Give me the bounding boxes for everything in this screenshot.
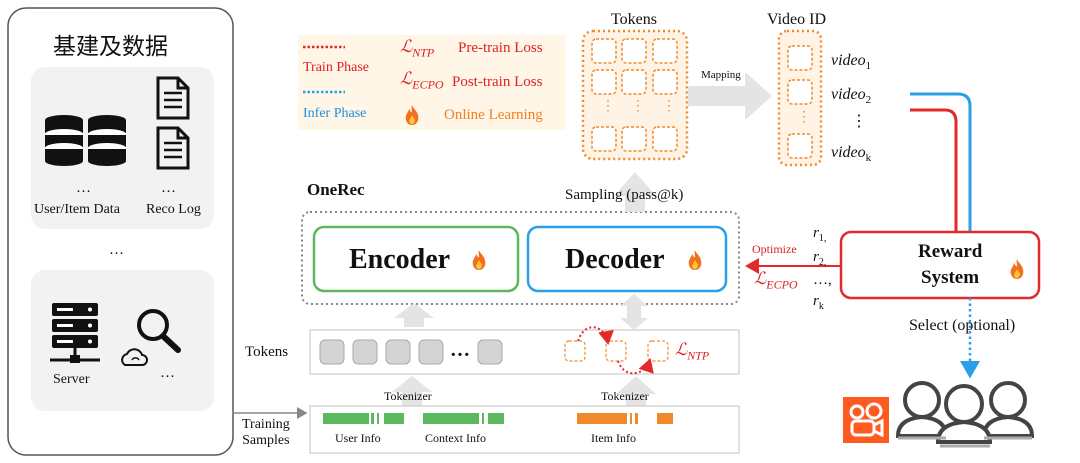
video-item-1: video1 [831,52,872,73]
mapping-arrow [688,72,772,120]
pretrain-loss-label: Pre-train Loss [458,40,543,56]
ecpo-loss-symbol: ℒECPO [400,69,444,92]
kuaishou-logo [843,397,889,443]
reward-system-line2: System [921,267,980,288]
encoder-label: Encoder [349,244,451,275]
train-line [910,108,958,232]
tokens-top-title: Tokens [611,11,657,28]
video-id-box [777,29,823,167]
optimize-label: Optimize [752,242,797,256]
select-label: Select (optional) [909,317,1016,334]
reward-r2: r2, [813,249,827,268]
decoder-io-arrow [620,294,648,330]
server-label: Server [53,372,90,387]
online-learning-label: Online Learning [444,107,543,123]
document-icon [156,76,190,170]
cloud-icon [121,348,148,366]
decoder-label: Decoder [565,244,665,275]
video-item-k: videok [831,144,872,165]
top-tokens-box [581,29,689,161]
token-boxes [319,339,503,365]
encoder-input-arrow [394,303,434,327]
reward-system-line1: Reward [918,241,983,262]
mapping-label: Mapping [701,69,741,81]
users-icon [895,381,1035,448]
tokenizer-right-arrow [616,376,656,410]
tokenizer-right-label: Tokenizer [601,389,649,403]
sampling-label: Sampling (pass@k) [565,187,684,203]
sample-bars [323,413,673,424]
ntp-loss-symbol: ℒNTP [400,37,435,60]
reward-rk: rk [813,293,824,312]
search-icon [137,309,181,353]
ellipsis: … [160,365,175,381]
left-panel [7,7,234,456]
tokenizer-left-label: Tokenizer [384,389,432,403]
infer-phase-label: Infer Phase [303,106,367,121]
ellipsis: … [109,242,124,258]
tokens-row-ntp-symbol: ℒNTP [675,340,710,363]
ellipsis: … [161,180,176,196]
user-item-data-label: User/Item Data [34,202,120,217]
reward-r1: r1, [813,225,827,244]
left-panel-title: 基建及数据 [53,34,168,60]
video-item-2: video2 [831,86,872,107]
decoder-block [526,225,728,293]
item-info-label: Item Info [591,431,636,445]
posttrain-loss-label: Post-train Loss [452,74,543,90]
ellipsis: … [76,180,91,196]
video-id-vdots: ⋮ [851,113,867,130]
item-token-boxes [564,340,669,362]
database-icon [45,115,126,166]
tokenizer-left-arrow [392,376,432,407]
tokens-vdots: ⋮ [631,99,645,114]
user-info-label: User Info [335,431,381,445]
tokens-vdots: ⋮ [601,99,615,114]
legend [298,35,566,130]
sampling-arrow [614,172,656,212]
server-icon [50,303,100,363]
onerec-title: OneRec [307,180,365,199]
infer-line [910,92,972,232]
tokens-row-ellipsis: … [450,339,470,361]
tokens-vdots: ⋮ [662,99,676,114]
optimize-ecpo-symbol: ℒECPO [754,269,798,292]
encoder-block [312,225,520,293]
ntp-curves [577,326,654,375]
context-info-label: Context Info [425,431,486,445]
reco-log-label: Reco Log [146,202,201,217]
training-samples-row [309,405,740,454]
video-id-title: Video ID [767,11,827,28]
video-id-vdots: ⋮ [797,110,811,125]
reward-dots: …, [813,272,832,288]
tokens-row-label: Tokens [245,344,289,360]
training-samples-label: Training Samples [242,417,290,448]
train-phase-label: Train Phase [303,60,369,75]
